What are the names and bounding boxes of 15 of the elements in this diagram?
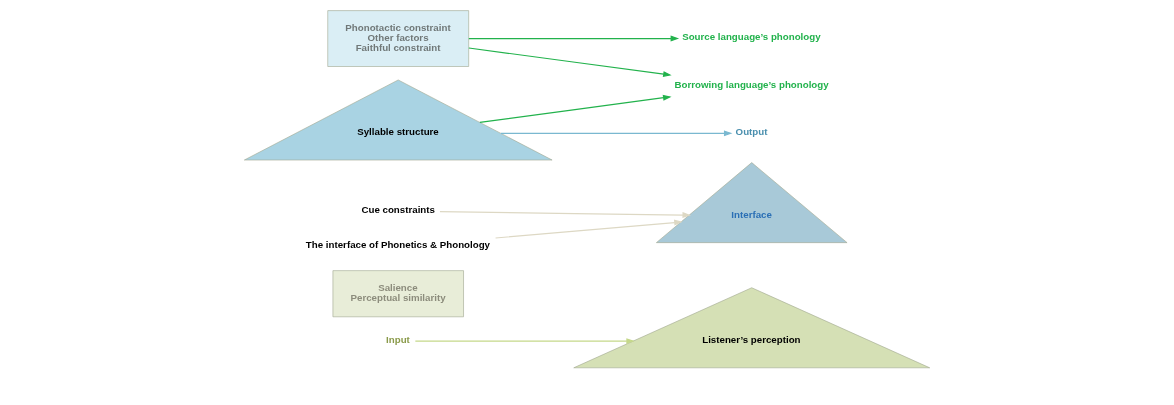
node-text: Cue constraints	[361, 203, 435, 215]
node-text: Output	[735, 126, 768, 138]
arrow	[414, 338, 635, 345]
arrow	[439, 211, 691, 218]
arrow	[494, 219, 683, 239]
node-box: Phonotactic constraint Other factors Faithful constraint	[327, 10, 469, 67]
node-text: Source language’s phonology	[682, 31, 821, 43]
arrow	[479, 94, 672, 124]
node-text: The interface of Phonetics & Phonology	[305, 239, 491, 251]
arrow	[468, 35, 680, 42]
node-box: Salience Perceptual similarity	[332, 270, 464, 318]
arrow	[468, 47, 672, 78]
arrow	[500, 130, 733, 137]
node-text: Input	[386, 333, 410, 345]
node-text: Borrowing language’s phonology	[674, 78, 829, 90]
